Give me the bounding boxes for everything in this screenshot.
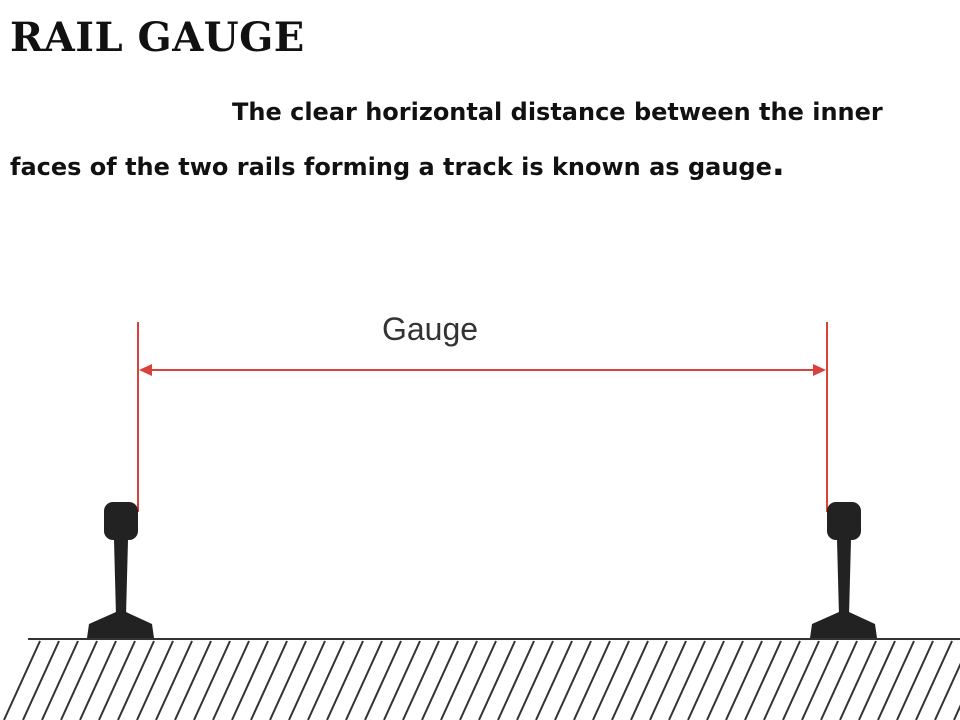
hatch-line: [820, 640, 858, 720]
hatch-line: [250, 640, 288, 720]
hatch-line: [212, 640, 250, 720]
hatch-line: [706, 640, 744, 720]
hatch-line: [98, 640, 136, 720]
hatch-line: [801, 640, 839, 720]
hatch-line: [554, 640, 592, 720]
hatch-line: [858, 640, 896, 720]
hatch-line: [307, 640, 345, 720]
hatch-line: [3, 640, 41, 720]
hatch-line: [573, 640, 611, 720]
hatch-line: [592, 640, 630, 720]
hatch-line: [41, 640, 79, 720]
definition-text: The clear horizontal distance between th…: [10, 86, 930, 193]
hatch-line: [364, 640, 402, 720]
hatch-line: [326, 640, 364, 720]
hatch-line: [516, 640, 554, 720]
hatch-line: [497, 640, 535, 720]
right-arrowhead: [813, 364, 826, 376]
left-rail: [87, 502, 154, 638]
hatch-line: [877, 640, 915, 720]
slide-title: RAIL GAUGE: [10, 14, 305, 61]
hatch-line: [459, 640, 497, 720]
right-rail: [810, 502, 877, 638]
hatch-line: [383, 640, 421, 720]
hatch-line: [535, 640, 573, 720]
hatch-line: [896, 640, 934, 720]
hatch-line: [155, 640, 193, 720]
definition-period: .: [771, 144, 785, 184]
hatch-line: [915, 640, 953, 720]
hatch-line: [231, 640, 269, 720]
hatch-line: [421, 640, 459, 720]
ground-hatching: [3, 640, 960, 720]
hatch-line: [22, 640, 60, 720]
hatch-line: [269, 640, 307, 720]
hatch-line: [136, 640, 174, 720]
hatch-line: [687, 640, 725, 720]
hatch-line: [440, 640, 478, 720]
hatch-line: [763, 640, 801, 720]
hatch-line: [117, 640, 155, 720]
hatch-line: [478, 640, 516, 720]
hatch-line: [649, 640, 687, 720]
hatch-line: [60, 640, 98, 720]
hatch-line: [934, 662, 960, 720]
definition-body: The clear horizontal distance between th…: [10, 98, 883, 181]
hatch-line: [288, 640, 326, 720]
hatch-line: [782, 640, 820, 720]
hatch-line: [668, 640, 706, 720]
hatch-line: [953, 704, 960, 720]
hatch-line: [345, 640, 383, 720]
hatch-line: [611, 640, 649, 720]
hatch-line: [630, 640, 668, 720]
rail-gauge-diagram: Gauge: [3, 311, 960, 720]
hatch-line: [79, 640, 117, 720]
hatch-line: [402, 640, 440, 720]
hatch-line: [174, 640, 212, 720]
left-arrowhead: [139, 364, 152, 376]
hatch-line: [193, 640, 231, 720]
hatch-line: [839, 640, 877, 720]
hatch-line: [744, 640, 782, 720]
gauge-label: Gauge: [382, 311, 478, 347]
hatch-line: [725, 640, 763, 720]
